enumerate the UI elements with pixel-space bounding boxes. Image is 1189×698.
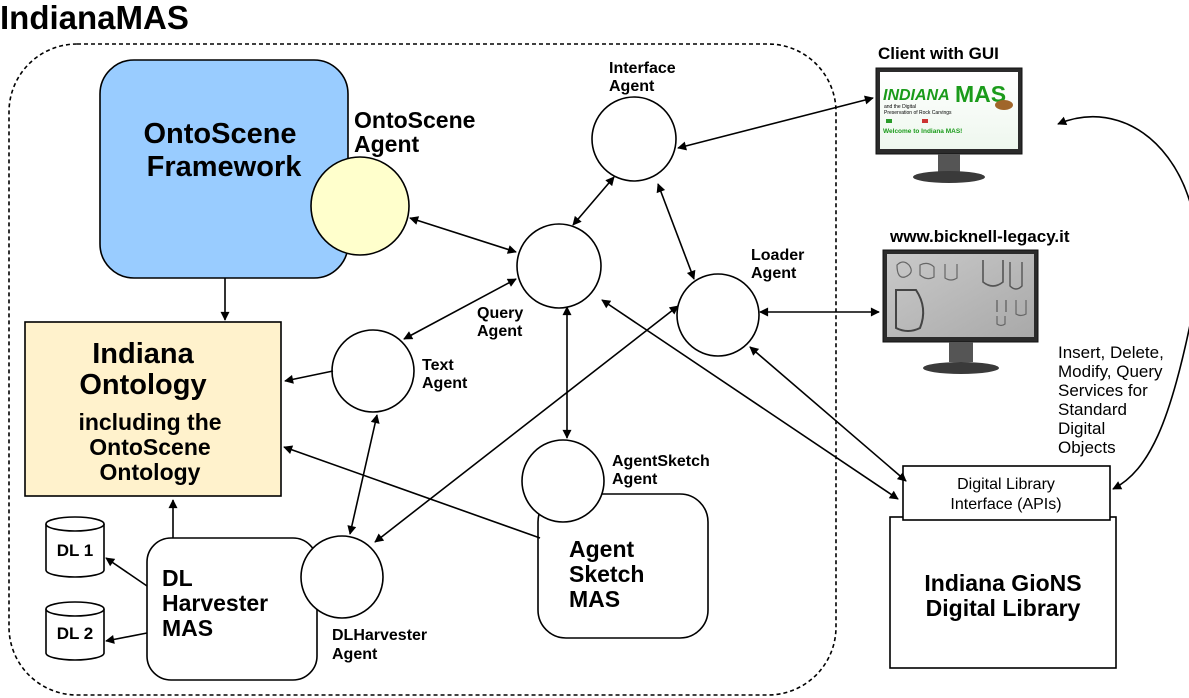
services-label-2: Modify, Query [1058, 362, 1163, 381]
agentsketch-agent-label-2: Agent [612, 471, 658, 488]
diagram-title: IndianaMAS [0, 0, 189, 36]
ontoscene-framework-label-1: OntoScene [143, 118, 296, 150]
ontoscene-framework-box: OntoScene Framework [99, 59, 349, 279]
indianamas-boundary [8, 43, 837, 696]
ontology-label-1: Indiana [92, 338, 194, 370]
text-agent-node [331, 329, 415, 413]
services-label-4: Standard [1058, 400, 1127, 419]
ontology-label-2: Ontology [79, 369, 206, 401]
ontoscene-framework-label-2: Framework [147, 151, 303, 183]
agentsketch-agent-node [521, 439, 605, 523]
dl-harvester-mas-label-1: DL [162, 565, 193, 591]
client-gui-label: Client with GUI [878, 44, 999, 63]
gions-label-2: Digital Library [926, 595, 1081, 621]
services-label-3: Services for [1058, 381, 1148, 400]
agent-sketch-mas-label-1: Agent [569, 536, 635, 562]
edge-loader-dlharvester [374, 305, 679, 543]
agent-sketch-mas-label-3: MAS [569, 586, 620, 612]
dl2-label: DL 2 [57, 624, 94, 643]
agentsketch-agent-label-1: AgentSketch [612, 453, 710, 470]
ontology-label-4: OntoScene [89, 434, 210, 460]
edge-loader-dlinterface [749, 346, 907, 482]
edge-text-ontology [284, 370, 334, 384]
agent-sketch-mas-label-2: Sketch [569, 561, 644, 587]
dl1-database-icon: DL 1 [45, 516, 105, 578]
ontology-label-3: including the [78, 409, 221, 435]
ontoscene-agent-label-1: OntoScene [354, 107, 475, 133]
gions-label-1: Indiana GioNS [924, 570, 1081, 596]
edge-harvester-dl1 [105, 557, 148, 587]
interface-agent-label-1: Interface [609, 60, 676, 77]
edge-harvester-dl2 [105, 632, 148, 644]
client-screen-logo-left: INDIANA [883, 87, 950, 104]
text-agent-label-2: Agent [422, 375, 468, 392]
interface-agent-label-2: Agent [609, 78, 655, 95]
dl-interface-label-2: Interface (APIs) [950, 496, 1061, 513]
dl1-label: DL 1 [57, 541, 94, 560]
loader-agent-label-2: Agent [751, 265, 797, 282]
edge-ontoscene-query [409, 216, 517, 254]
dlharvester-agent-label-2: Agent [332, 646, 378, 663]
logo-stone-icon [995, 100, 1013, 110]
gions-library-box [889, 516, 1117, 669]
interface-agent-node [591, 96, 677, 182]
services-label-5: Digital [1058, 419, 1105, 438]
edge-interface-loader [656, 183, 696, 280]
website-label: www.bicknell-legacy.it [889, 227, 1070, 246]
edge-agentsketch-ontology [283, 445, 541, 539]
query-agent-node [516, 223, 602, 309]
edge-client-dlinterface [1057, 116, 1189, 490]
dl2-database-icon: DL 2 [45, 601, 105, 661]
edge-interface-client [677, 95, 874, 151]
services-label-1: Insert, Delete, [1058, 343, 1164, 362]
loader-agent-node [676, 273, 760, 357]
query-agent-label-1: Query [477, 305, 523, 322]
dlharvester-agent-label-1: DLHarvester [332, 627, 427, 644]
loader-agent-label-1: Loader [751, 247, 804, 264]
ontoscene-agent-node [310, 156, 410, 256]
dlharvester-agent-node [300, 535, 384, 619]
indiana-ontology-box: Indiana Ontology including the OntoScene… [24, 321, 282, 497]
ontoscene-agent-label-2: Agent [354, 131, 420, 157]
dl-harvester-mas-label-2: Harvester [162, 590, 268, 616]
query-agent-label-2: Agent [477, 323, 523, 340]
text-agent-label-1: Text [422, 357, 454, 374]
website-monitor-icon [882, 249, 1039, 374]
client-screen-welcome: Welcome to Indiana MAS! [883, 128, 962, 135]
client-screen-sub1: and the Digital [884, 104, 916, 110]
services-label-6: Objects [1058, 438, 1116, 457]
edge-query-interface [572, 176, 615, 226]
dl-harvester-mas-label-3: MAS [162, 615, 213, 641]
dl-interface-label-1: Digital Library [957, 476, 1055, 493]
client-monitor-icon: INDIANA MAS and the Digital Preservation… [875, 67, 1023, 183]
client-screen-sub2: Preservation of Rock Carvings [884, 110, 952, 116]
ontology-label-5: Ontology [100, 459, 201, 485]
